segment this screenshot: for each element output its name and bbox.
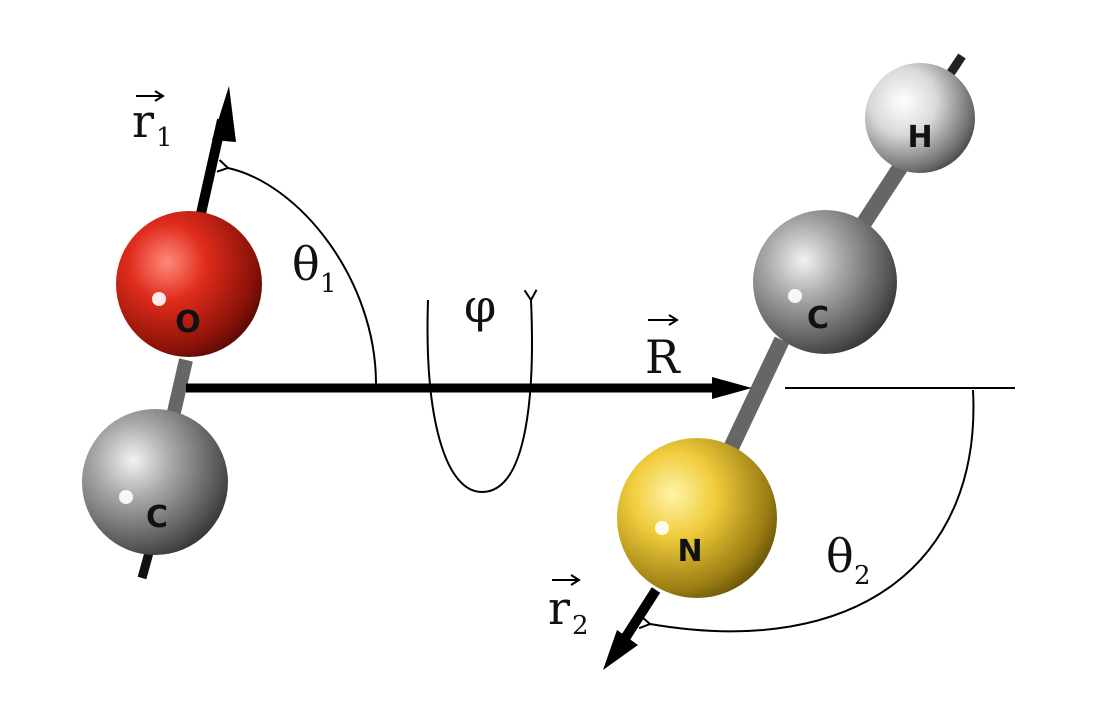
molecule-left bbox=[82, 86, 262, 580]
bond-h-c bbox=[851, 155, 912, 237]
atom-c-left bbox=[82, 409, 228, 555]
label-r1-symbol: r bbox=[132, 94, 154, 148]
label-R-symbol: R bbox=[645, 330, 681, 384]
label-theta2: θ 2 bbox=[826, 529, 871, 591]
atom-o bbox=[116, 211, 262, 357]
molecule-right bbox=[603, 53, 975, 670]
label-r1-subscript: 1 bbox=[156, 123, 173, 153]
label-r2-overarrow-head bbox=[570, 574, 581, 586]
label-r1: r 1 bbox=[132, 90, 173, 153]
atom-h-label: H bbox=[907, 120, 932, 155]
angle-theta1-arc bbox=[216, 159, 377, 385]
vector-r1-head bbox=[212, 86, 236, 142]
atom-o-label: O bbox=[175, 305, 201, 340]
vector-R bbox=[186, 377, 1015, 399]
atom-n-label: N bbox=[677, 534, 702, 569]
label-R: R bbox=[645, 314, 681, 384]
label-theta1-symbol: θ bbox=[292, 237, 320, 291]
angle-phi-arc bbox=[426, 289, 538, 494]
vector-R-head bbox=[712, 377, 752, 399]
vector-r2-shaft bbox=[619, 587, 661, 643]
bond-c-n bbox=[722, 336, 790, 454]
angle-theta2-arc bbox=[638, 389, 975, 633]
atom-c-right-label: C bbox=[807, 301, 829, 336]
atom-o-highlight bbox=[152, 292, 166, 306]
atom-c-right-highlight bbox=[788, 289, 802, 303]
atom-n bbox=[617, 438, 777, 598]
label-theta1-subscript: 1 bbox=[320, 269, 337, 299]
vector-r2-head bbox=[603, 630, 638, 670]
label-r1-overarrow-head bbox=[154, 90, 165, 102]
label-R-overarrow-head bbox=[668, 314, 679, 326]
atom-c-left-highlight bbox=[119, 490, 133, 504]
label-r2: r 2 bbox=[548, 574, 589, 641]
label-theta1: θ 1 bbox=[292, 237, 337, 299]
label-r2-symbol: r bbox=[548, 581, 570, 635]
atom-h bbox=[865, 63, 975, 173]
atom-c-right bbox=[753, 210, 897, 354]
label-phi: φ bbox=[464, 279, 496, 333]
label-theta2-symbol: θ bbox=[826, 529, 854, 583]
atom-n-highlight bbox=[655, 521, 669, 535]
label-theta2-subscript: 2 bbox=[854, 561, 871, 591]
label-r2-subscript: 2 bbox=[572, 611, 589, 641]
atom-c-left-label: C bbox=[146, 500, 168, 535]
